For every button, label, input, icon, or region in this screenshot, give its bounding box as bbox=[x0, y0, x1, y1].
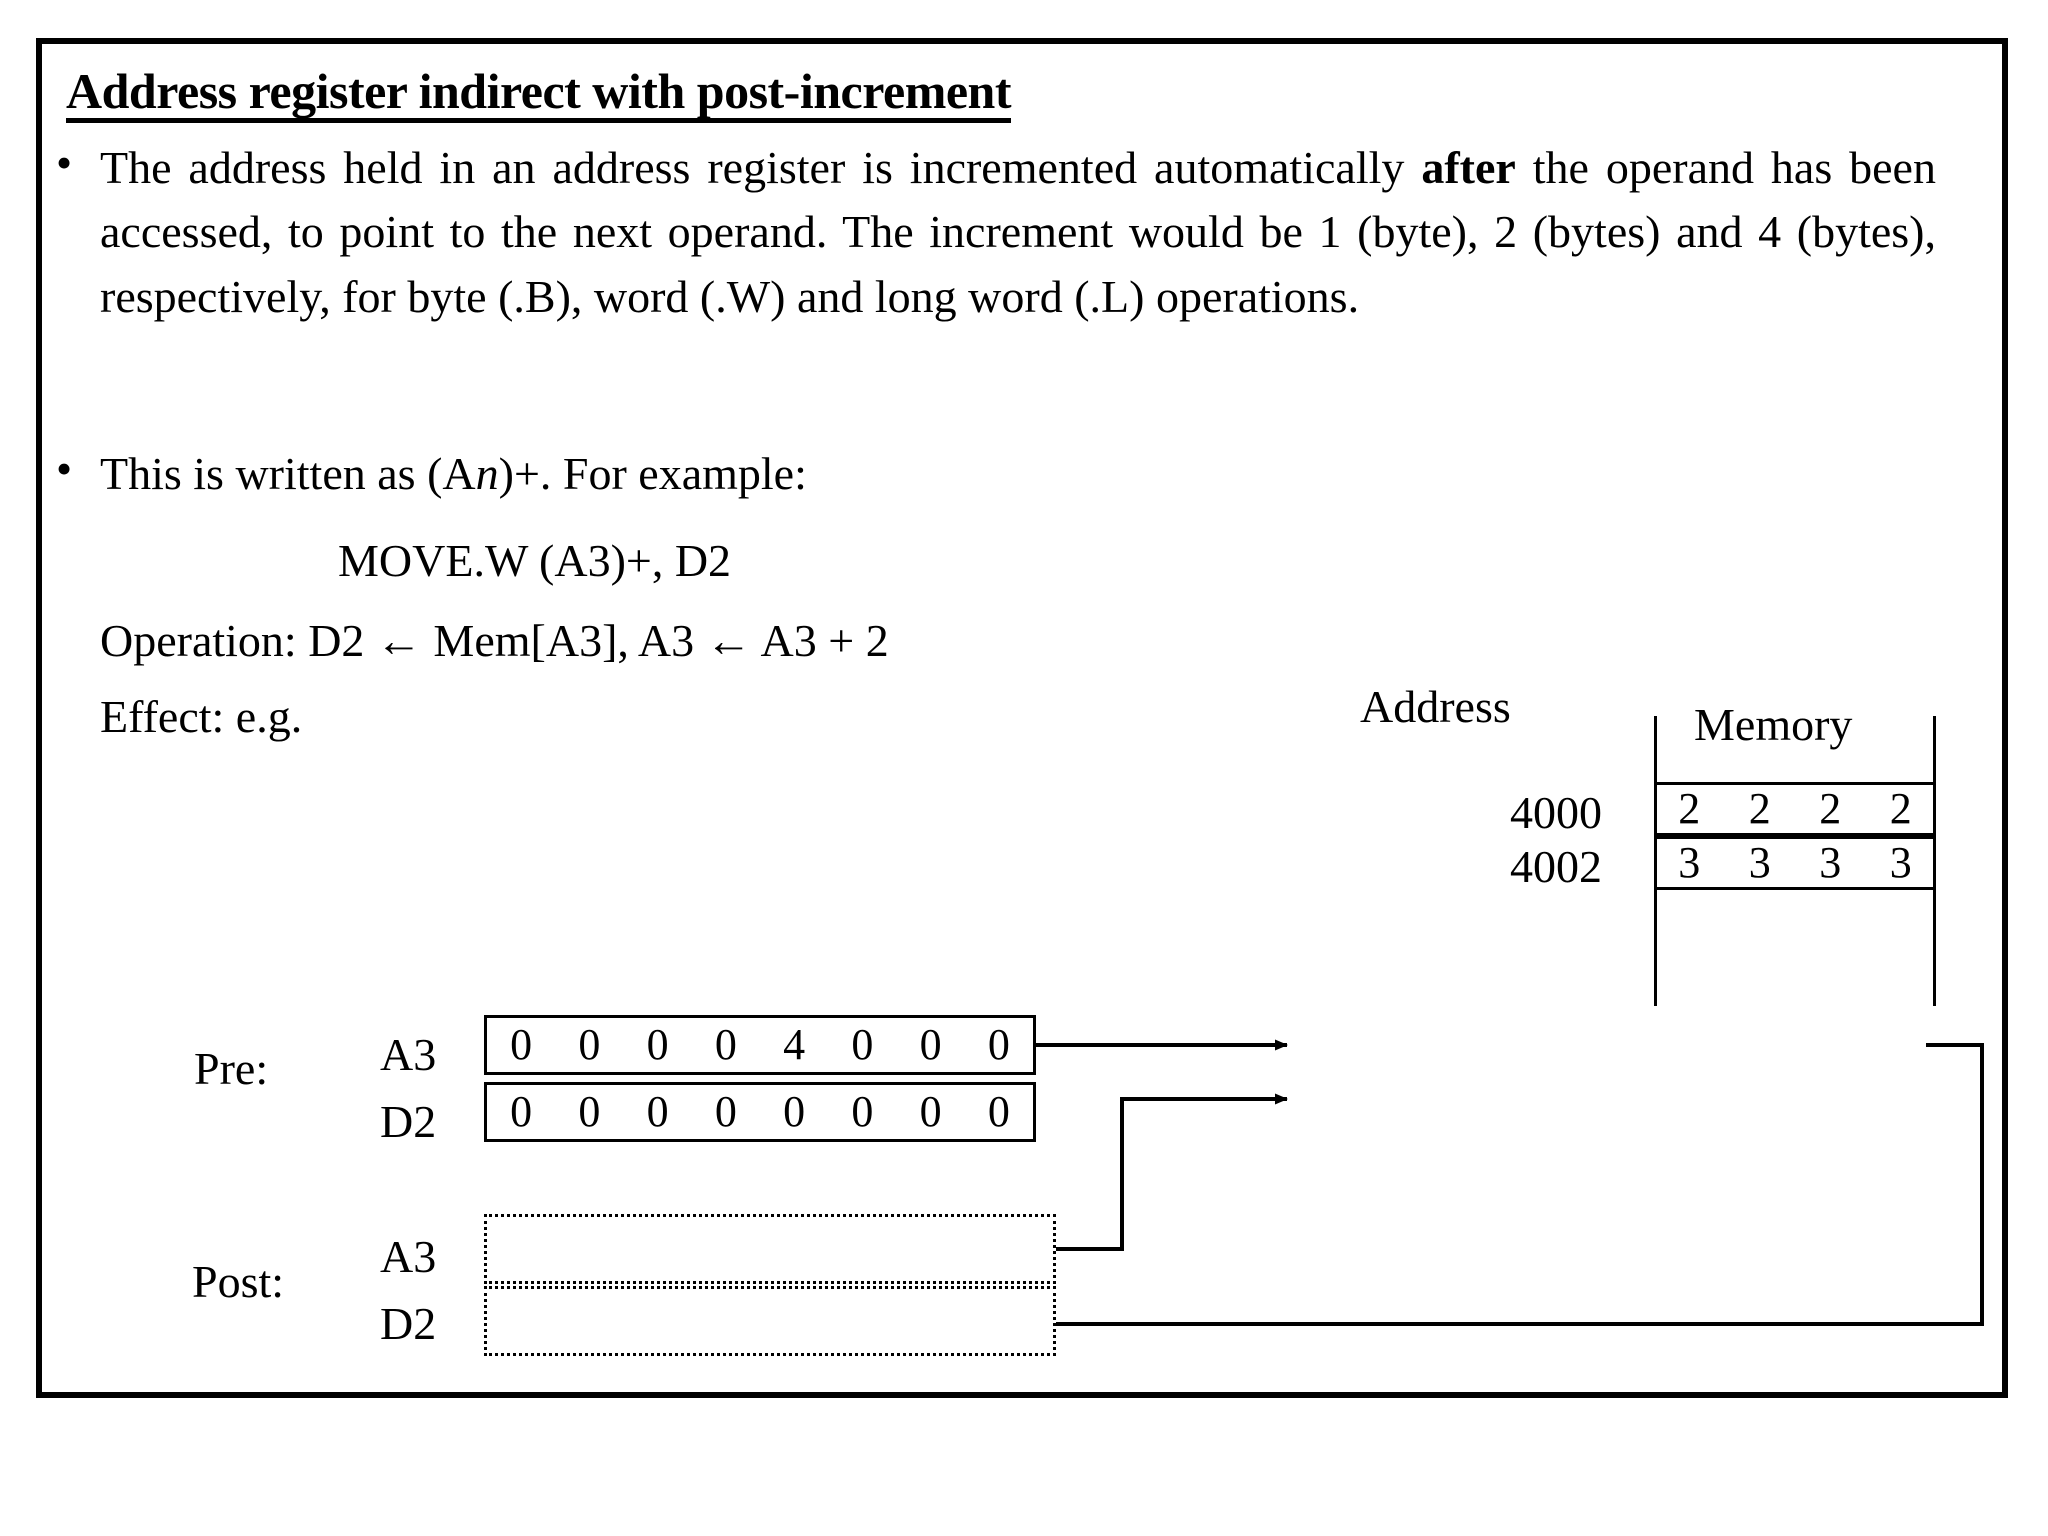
page-title: Address register indirect with post-incr… bbox=[66, 62, 1012, 123]
register-label-pre-a3: A3 bbox=[380, 1029, 437, 1080]
register-digit: 0 bbox=[578, 1020, 601, 1069]
bullet-text-2: This is written as (An)+. For example: bbox=[100, 448, 807, 499]
register-digit: 0 bbox=[714, 1020, 737, 1069]
memory-left-border bbox=[1654, 716, 1657, 1006]
memory-cell: 2 bbox=[1819, 784, 1842, 833]
register-box-pre-d2: 0 0 0 0 0 0 0 0 bbox=[484, 1082, 1036, 1142]
post-group-label: Post: bbox=[192, 1256, 285, 1307]
bullet-text-1: The address held in an address register … bbox=[100, 142, 1936, 322]
register-label-post-a3: A3 bbox=[380, 1231, 437, 1282]
register-digit: 0 bbox=[510, 1020, 533, 1069]
register-digit: 0 bbox=[714, 1087, 737, 1136]
register-box-post-d2 bbox=[484, 1286, 1056, 1356]
bullet-italic-n: n bbox=[475, 448, 499, 499]
bullet-marker-icon-2: • bbox=[56, 443, 73, 494]
register-box-pre-a3: 0 0 0 0 4 0 0 0 bbox=[484, 1015, 1036, 1075]
effect-line: Effect: e.g. bbox=[100, 691, 303, 742]
register-digit: 0 bbox=[919, 1087, 942, 1136]
example-instruction: MOVE.W (A3)+, D2 bbox=[338, 535, 732, 586]
register-digit: 0 bbox=[578, 1087, 601, 1136]
slide-content: Address register indirect with post-incr… bbox=[42, 44, 2002, 1392]
register-label-post-d2: D2 bbox=[380, 1298, 437, 1349]
memory-row-4002: 3 3 3 3 bbox=[1654, 836, 1936, 890]
memory-column: 2 2 2 2 3 3 3 3 bbox=[1654, 716, 1936, 1006]
register-digit: 0 bbox=[510, 1087, 533, 1136]
page-title-text: Address register indirect with post-incr… bbox=[66, 66, 1012, 123]
bullet-marker-icon: • bbox=[56, 137, 73, 188]
memory-cell: 3 bbox=[1678, 838, 1701, 887]
address-value-4000: 4000 bbox=[1510, 787, 1602, 838]
bullet-item-2: • This is written as (An)+. For example: bbox=[56, 442, 1456, 506]
register-digit: 4 bbox=[783, 1020, 806, 1069]
memory-cell: 3 bbox=[1748, 838, 1771, 887]
pre-group-label: Pre: bbox=[194, 1043, 269, 1094]
memory-row-4000: 2 2 2 2 bbox=[1654, 782, 1936, 836]
register-digit: 0 bbox=[851, 1087, 874, 1136]
register-digit: 0 bbox=[987, 1087, 1010, 1136]
register-digit: 0 bbox=[783, 1087, 806, 1136]
register-digit: 0 bbox=[919, 1020, 942, 1069]
register-label-pre-d2: D2 bbox=[380, 1096, 437, 1147]
memory-cell: 2 bbox=[1889, 784, 1912, 833]
memory-cell: 2 bbox=[1748, 784, 1771, 833]
register-box-post-a3 bbox=[484, 1214, 1056, 1284]
slide-border-frame: Address register indirect with post-incr… bbox=[36, 38, 2008, 1398]
operation-line: Operation: D2 ← Mem[A3], A3 ← A3 + 2 bbox=[100, 615, 889, 666]
wire-mem4000-to-post-d2 bbox=[1056, 1043, 1984, 1326]
memory-column-header: Memory bbox=[1694, 699, 1853, 750]
memory-cell: 3 bbox=[1819, 838, 1842, 887]
register-digit: 0 bbox=[646, 1087, 669, 1136]
address-column-header: Address bbox=[1360, 681, 1511, 732]
bullet-bold-after: after bbox=[1421, 142, 1516, 193]
register-digit: 0 bbox=[987, 1020, 1010, 1069]
memory-right-border bbox=[1933, 716, 1936, 1006]
memory-cell: 2 bbox=[1678, 784, 1701, 833]
bullet-item-1: • The address held in an address registe… bbox=[56, 136, 1936, 329]
wire-post-a3-to-4002 bbox=[1056, 1093, 1288, 1251]
memory-cell: 3 bbox=[1889, 838, 1912, 887]
register-digit: 0 bbox=[646, 1020, 669, 1069]
address-value-4002: 4002 bbox=[1510, 841, 1602, 892]
register-digit: 0 bbox=[851, 1020, 874, 1069]
